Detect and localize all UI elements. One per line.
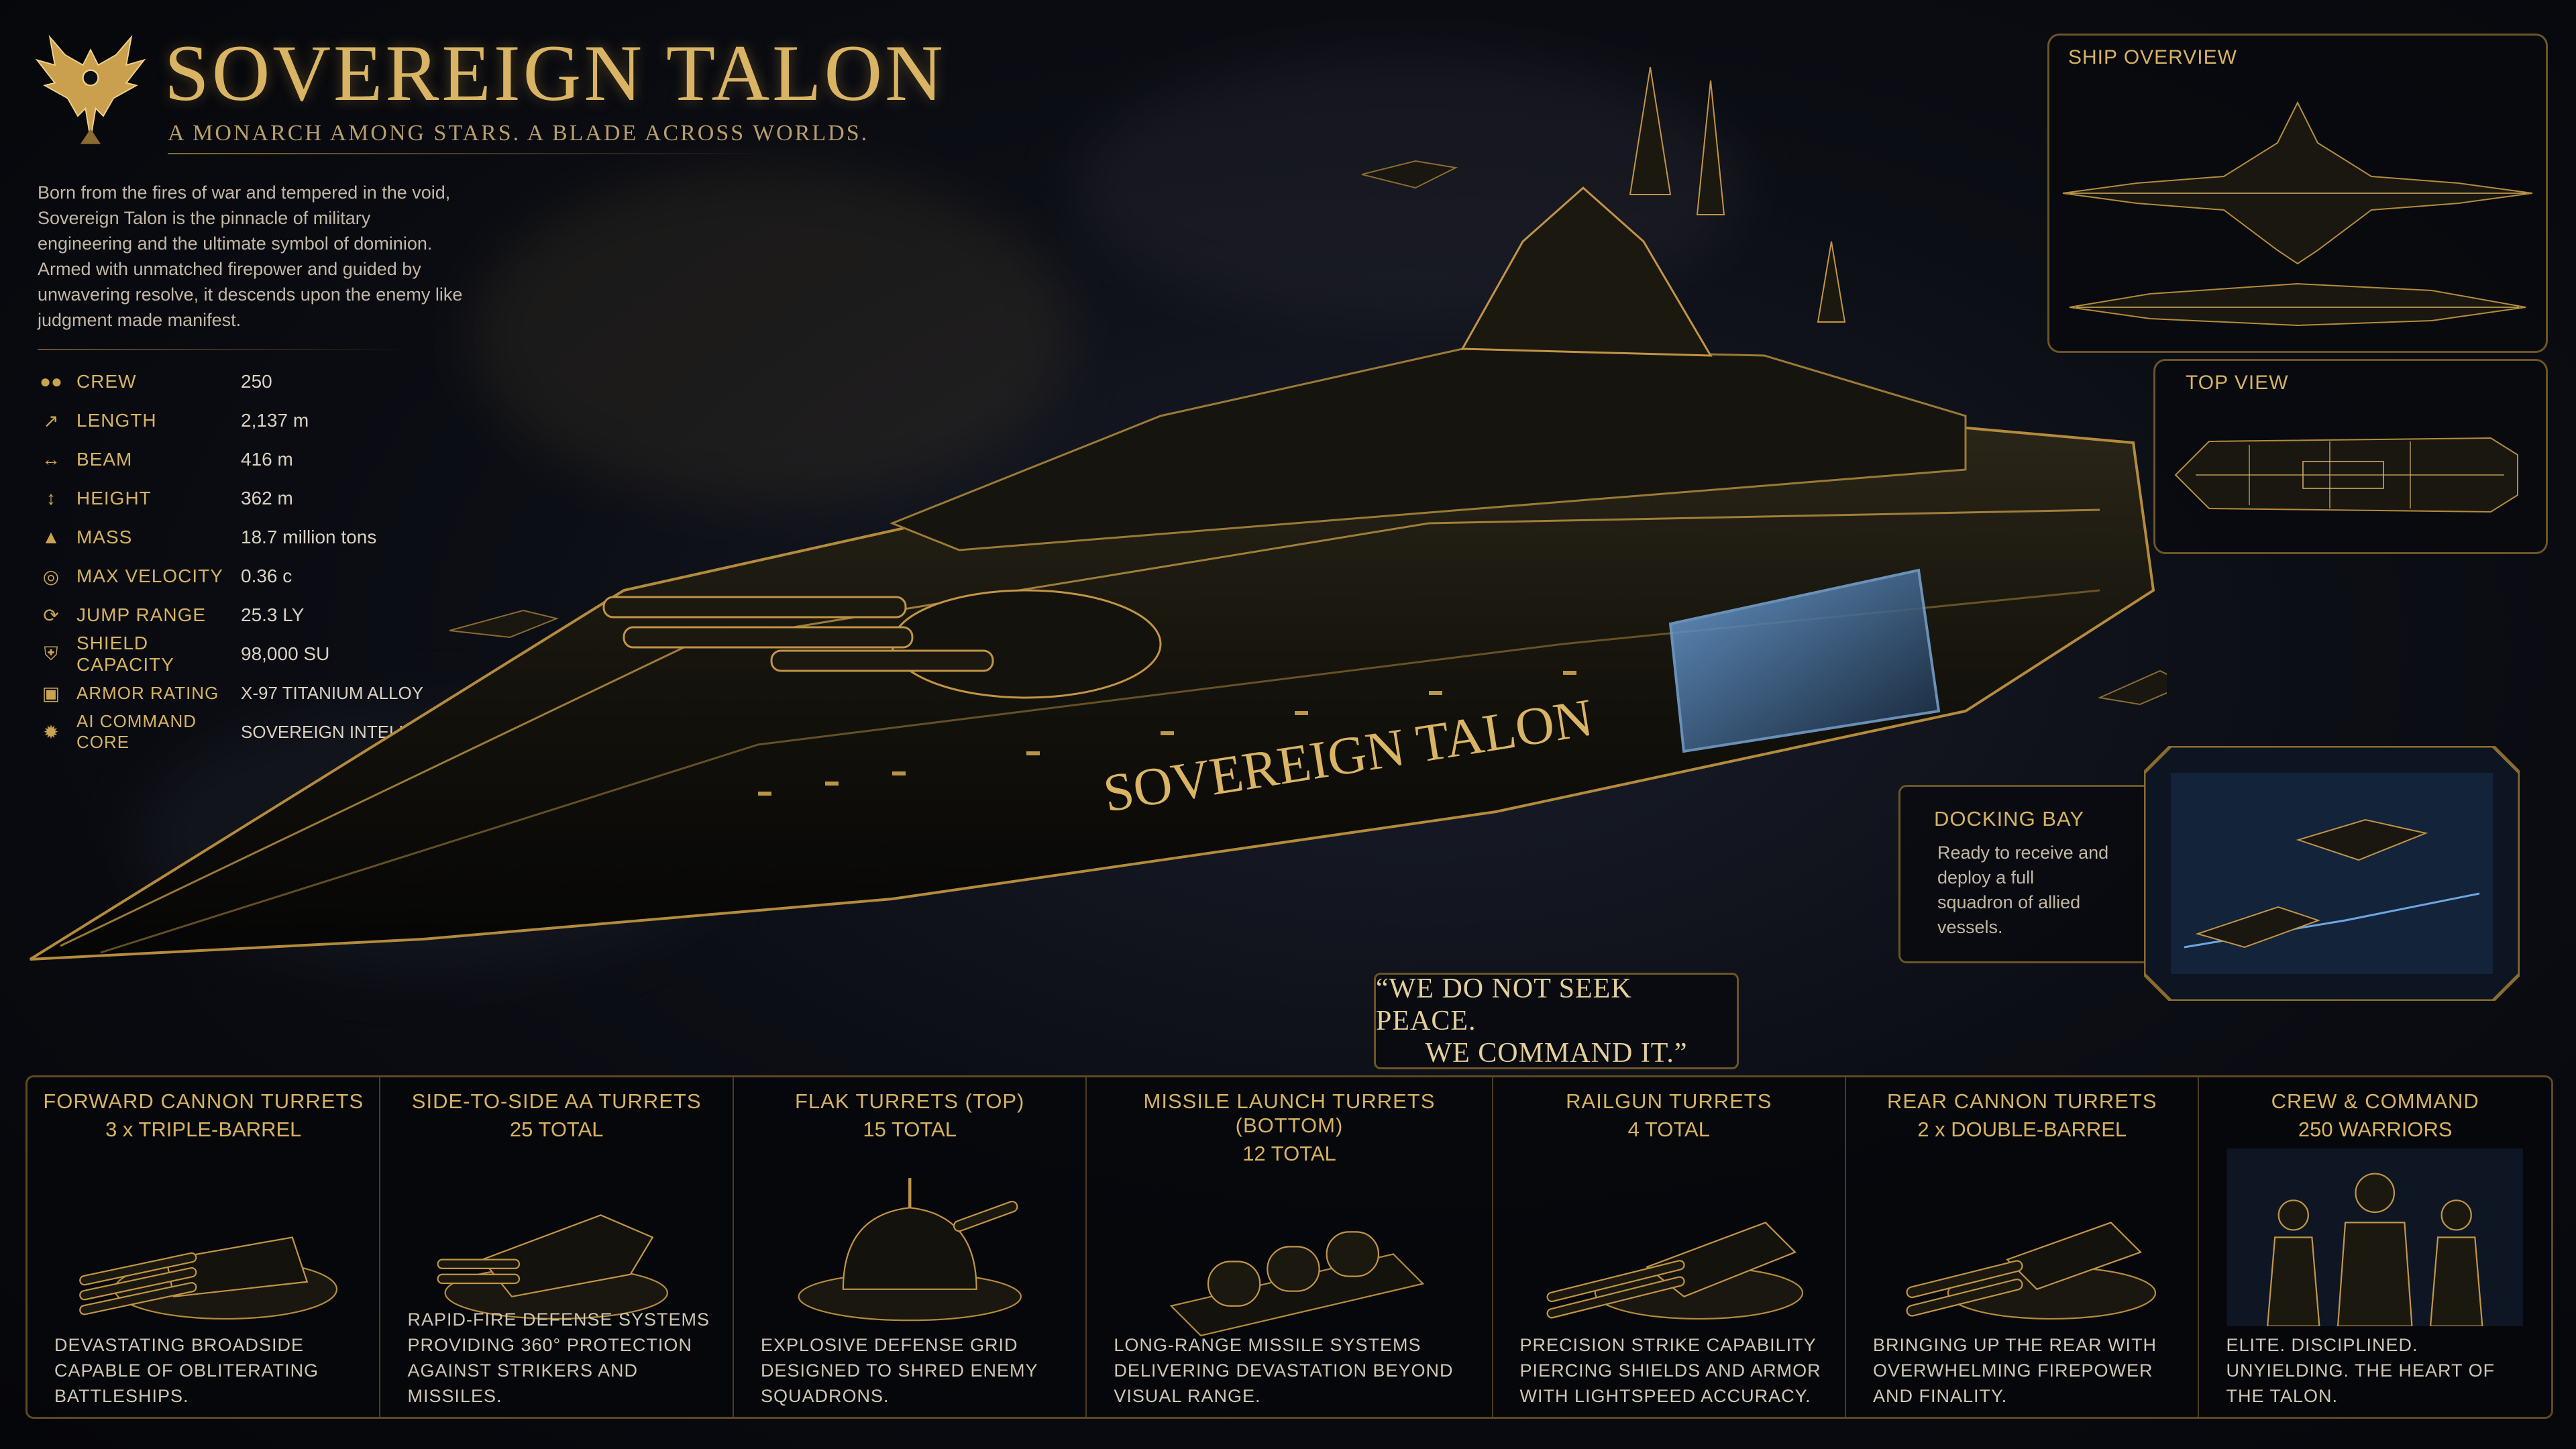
- card-description: EXPLOSIVE DEFENSE GRID DESIGNED TO SHRED…: [760, 1335, 1038, 1406]
- panel-title: TOP VIEW: [2186, 372, 2289, 394]
- card-railgun-turrets[interactable]: RAILGUN TURRETS 4 TOTAL PRECISION STRIKE…: [1493, 1077, 1847, 1417]
- spec-row-mass: ▲ MASS 18.7 million tons: [38, 518, 561, 557]
- spec-row-armor: ▣ ARMOR RATING X-97 TITANIUM ALLOY: [38, 674, 561, 712]
- side-view-drawing: [2062, 101, 2533, 327]
- spec-label: JUMP RANGE: [76, 604, 207, 625]
- spec-value: 0.36 c: [241, 566, 292, 586]
- divider: [168, 153, 778, 154]
- jump-icon: ⟳: [43, 604, 59, 626]
- card-forward-cannon[interactable]: FORWARD CANNON TURRETS 3 x TRIPLE-BARREL…: [28, 1077, 381, 1417]
- spec-row-crew: ●● CREW 250: [38, 362, 561, 401]
- spec-list: ●● CREW 250 ↗ LENGTH 2,137 m ↔ BEAM 416 …: [38, 362, 561, 752]
- card-title: FLAK TURRETS (TOP): [794, 1089, 1025, 1113]
- card-flak-turrets[interactable]: FLAK TURRETS (TOP) 15 TOTAL EXPLOSIVE DE…: [734, 1077, 1087, 1417]
- spec-value: 362 m: [241, 488, 293, 508]
- spec-row-beam: ↔ BEAM 416 m: [38, 440, 561, 479]
- spec-row-velocity: ◎ MAX VELOCITY 0.36 c: [38, 557, 561, 596]
- spec-label: LENGTH: [76, 410, 157, 431]
- nebula-cloud: [470, 168, 1073, 503]
- card-rear-cannon[interactable]: REAR CANNON TURRETS 2 x DOUBLE-BARREL BR…: [1846, 1077, 2200, 1417]
- panel-title: SHIP OVERVIEW: [2068, 46, 2237, 68]
- docking-bay-text: Ready to receive and deploy a full squad…: [1937, 843, 2109, 937]
- ai-core-icon: ✹: [43, 721, 59, 743]
- length-icon: ↗: [43, 410, 59, 431]
- card-subtitle: 25 TOTAL: [509, 1118, 604, 1141]
- missile-launcher-icon: [1169, 1231, 1424, 1337]
- armor-icon: ▣: [42, 682, 60, 704]
- cannon-turret-icon: [79, 1236, 338, 1320]
- spec-value: 250: [241, 371, 272, 392]
- quote-line-2: WE COMMAND IT.”: [1425, 1038, 1688, 1069]
- rear-cannon-icon: [1906, 1222, 2157, 1320]
- card-title: SIDE-TO-SIDE AA TURRETS: [411, 1089, 702, 1113]
- card-description: LONG-RANGE MISSILE SYSTEMS DELIVERING DE…: [1114, 1335, 1454, 1406]
- card-subtitle: 15 TOTAL: [863, 1118, 957, 1141]
- quote-banner: “WE DO NOT SEEK PEACE. WE COMMAND IT.”: [1374, 973, 1739, 1069]
- railgun-turret-icon: [1546, 1222, 1803, 1320]
- spec-value: 98,000 SU: [241, 643, 330, 664]
- card-title: REAR CANNON TURRETS: [1886, 1089, 2157, 1113]
- height-icon: ↕: [46, 488, 56, 508]
- shield-icon: ⛨: [44, 643, 58, 664]
- card-title: MISSILE LAUNCH TURRETS (BOTTOM): [1143, 1089, 1436, 1137]
- aa-turret-icon: [437, 1214, 669, 1320]
- spec-label: BEAM: [76, 449, 133, 470]
- card-description: ELITE. DISCIPLINED. UNYIELDING. THE HEAR…: [2226, 1335, 2496, 1406]
- spec-row-jump: ⟳ JUMP RANGE 25.3 LY: [38, 596, 561, 635]
- card-subtitle: 12 TOTAL: [1242, 1142, 1336, 1165]
- spec-value: 2,137 m: [241, 410, 309, 431]
- card-title: RAILGUN TURRETS: [1566, 1089, 1772, 1113]
- card-subtitle: 2 x DOUBLE-BARREL: [1917, 1118, 2127, 1141]
- turret-cards: FORWARD CANNON TURRETS 3 x TRIPLE-BARREL…: [25, 1075, 2553, 1419]
- quote-line-1: “WE DO NOT SEEK PEACE.: [1376, 973, 1632, 1036]
- card-description: PRECISION STRIKE CAPABILITY PIERCING SHI…: [1519, 1335, 1821, 1406]
- divider: [38, 349, 413, 350]
- flak-turret-icon: [798, 1178, 1022, 1322]
- card-description: DEVASTATING BROADSIDE CAPABLE OF OBLITER…: [54, 1335, 319, 1406]
- docking-bay-title: DOCKING BAY: [1934, 807, 2085, 830]
- top-view-drawing: [2174, 437, 2518, 513]
- spec-value: X-97 TITANIUM ALLOY: [241, 682, 424, 703]
- card-description: BRINGING UP THE REAR WITH OVERWHELMING F…: [1873, 1335, 2157, 1406]
- docking-bay-image[interactable]: [2144, 746, 2520, 1001]
- spec-row-height: ↕ HEIGHT 362 m: [38, 479, 561, 518]
- card-missile-turrets[interactable]: MISSILE LAUNCH TURRETS (BOTTOM) 12 TOTAL…: [1087, 1077, 1493, 1417]
- eagle-emblem-icon: [35, 34, 146, 144]
- spec-label: MAX VELOCITY: [76, 566, 223, 586]
- spec-row-length: ↗ LENGTH 2,137 m: [38, 401, 561, 440]
- crew-icon: [2226, 1148, 2524, 1326]
- spec-label: SHIELD CAPACITY: [76, 633, 174, 675]
- spec-label: HEIGHT: [76, 488, 152, 508]
- card-subtitle: 3 x TRIPLE-BARREL: [105, 1118, 302, 1141]
- crew-icon: ●●: [40, 371, 62, 392]
- flagship-illustration: SOVEREIGN TALON: [29, 66, 2167, 961]
- page-title: SOVEREIGN TALON: [164, 28, 946, 117]
- top-view-panel[interactable]: TOP VIEW: [2153, 359, 2548, 554]
- spec-row-shield: ⛨ SHIELD CAPACITY 98,000 SU: [38, 633, 561, 675]
- card-subtitle: 4 TOTAL: [1627, 1118, 1710, 1141]
- intro-paragraph: Born from the fires of war and tempered …: [38, 182, 463, 330]
- card-description: RAPID-FIRE DEFENSE SYSTEMS PROVIDING 360…: [407, 1309, 710, 1406]
- velocity-icon: ◎: [42, 566, 60, 587]
- spec-label: CREW: [76, 371, 137, 392]
- mass-icon: ▲: [42, 527, 60, 547]
- spec-label: ARMOR RATING: [76, 682, 219, 703]
- card-aa-turrets[interactable]: SIDE-TO-SIDE AA TURRETS 25 TOTAL RAPID-F…: [380, 1077, 734, 1417]
- spec-value: 25.3 LY: [241, 604, 305, 625]
- beam-icon: ↔: [42, 449, 60, 470]
- ship-overview-panel[interactable]: SHIP OVERVIEW: [2047, 34, 2548, 353]
- card-crew-command[interactable]: CREW & COMMAND 250 WARRIORS ELITE. DISCI…: [2199, 1077, 2551, 1417]
- spec-value: 18.7 million tons: [241, 527, 377, 547]
- card-title: FORWARD CANNON TURRETS: [43, 1089, 364, 1113]
- card-title: CREW & COMMAND: [2271, 1089, 2479, 1113]
- card-subtitle: 250 WARRIORS: [2298, 1118, 2453, 1141]
- spec-label: AI COMMAND CORE: [76, 711, 197, 752]
- page-subtitle: A MONARCH AMONG STARS. A BLADE ACROSS WO…: [168, 121, 869, 146]
- spec-value: 416 m: [241, 449, 293, 470]
- docking-bay-info: DOCKING BAY Ready to receive and deploy …: [1898, 785, 2157, 963]
- spec-label: MASS: [76, 527, 133, 547]
